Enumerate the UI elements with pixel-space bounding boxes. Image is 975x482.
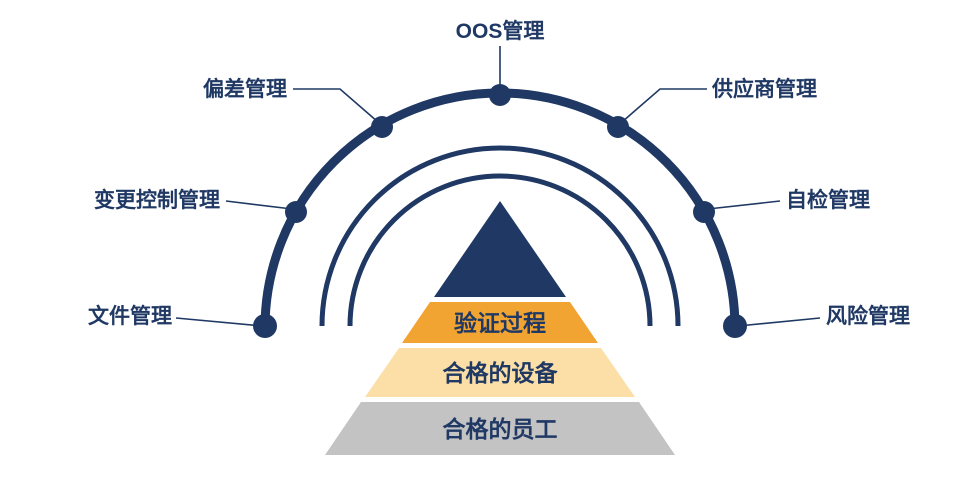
label-self-inspection-management: 自检管理: [786, 188, 870, 212]
inner-arc-2: [347, 173, 653, 327]
node-left: [285, 201, 307, 223]
label-supplier-management: 供应商管理: [711, 77, 817, 101]
pyramid-band-validation: [402, 302, 598, 343]
label-validation-process: 验证过程: [454, 310, 546, 336]
pyramid-band-equipment: [365, 348, 635, 397]
connector-lower-left: [175, 317, 263, 327]
label-change-control-management: 变更控制管理: [94, 188, 220, 212]
label-risk-management: 风险管理: [826, 304, 910, 328]
pyramid-band-staff: [325, 402, 675, 455]
connector-upper-left: [293, 88, 379, 123]
connector-right: [707, 200, 781, 210]
node-upper-right: [607, 116, 629, 138]
node-lower-right: [723, 314, 747, 338]
node-upper-left: [371, 116, 393, 138]
node-lower-left: [253, 314, 277, 338]
label-qualified-equipment: 合格的设备: [443, 360, 559, 386]
connector-upper-right: [621, 88, 707, 123]
node-right: [693, 201, 715, 223]
pyramid-apex-triangle: [434, 201, 566, 297]
label-deviation-management: 偏差管理: [203, 77, 287, 101]
label-qualified-staff: 合格的员工: [443, 416, 558, 442]
inner-arc-1: [319, 145, 681, 327]
label-document-management: 文件管理: [88, 304, 172, 328]
node-top: [489, 84, 511, 106]
label-oos-management: OOS管理: [456, 19, 545, 43]
connector-lower-right: [737, 317, 821, 327]
connector-left: [225, 200, 293, 210]
